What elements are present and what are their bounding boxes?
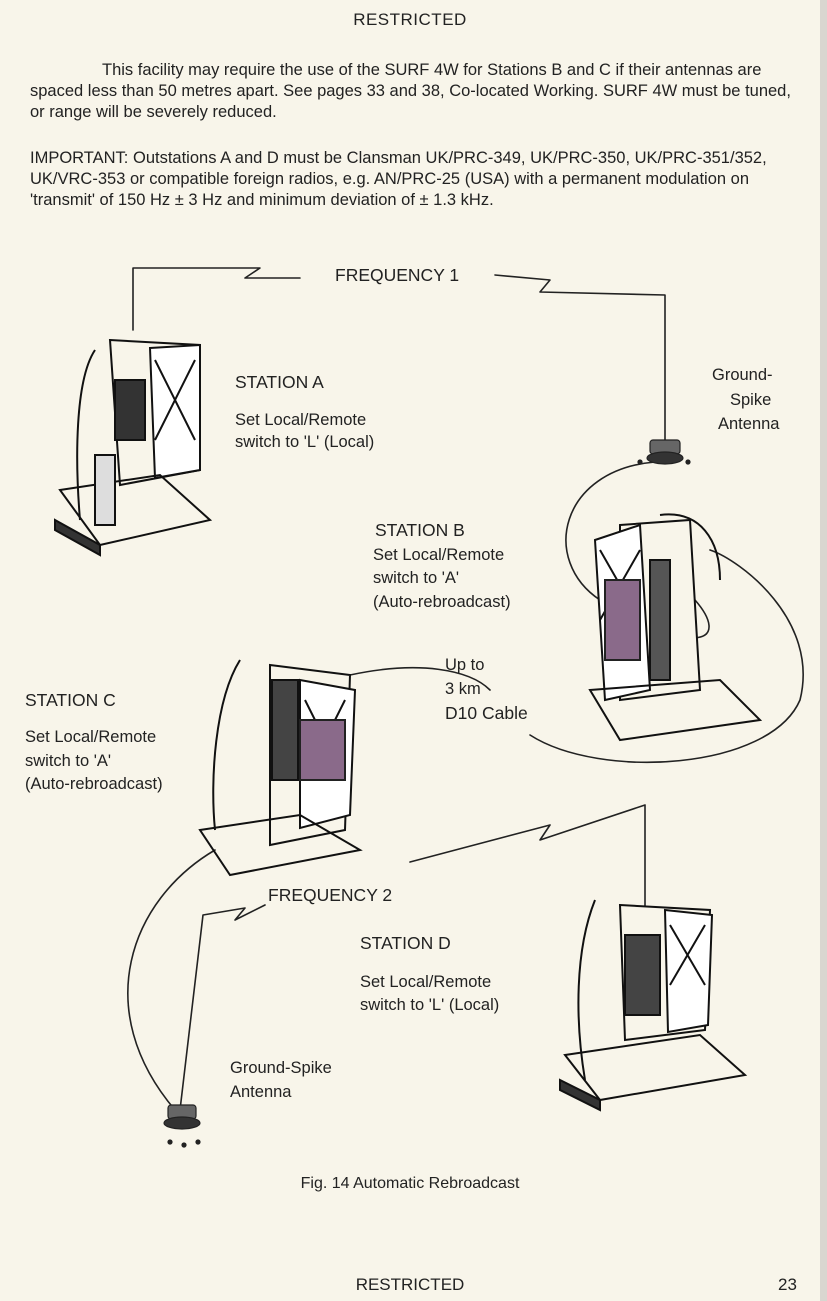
coax-cable-c [127,849,216,1111]
station-c-line1: Set Local/Remote [25,728,157,746]
d10-cable [349,549,804,764]
station-a-line1: Set Local/Remote [235,411,367,429]
station-a-title: STATION A [235,372,324,392]
paragraph-surf: This facility may require the use of the… [30,61,791,121]
figure-caption: Fig. 14 Automatic Rebroadcast [300,1175,520,1192]
antenna-left-line1: Ground-Spike [230,1059,332,1077]
cable-line2: 3 km [445,680,481,698]
station-b-line1: Set Local/Remote [373,546,505,564]
station-d-line1: Set Local/Remote [360,973,492,991]
frequency1-label: FREQUENCY 1 [335,265,460,285]
station-d-title: STATION D [360,933,451,953]
ground-spike-antenna-left [163,1104,201,1148]
frequency2-link-line-top [409,804,646,936]
station-a-line2: switch to 'L' (Local) [235,433,375,451]
cable-line1: Up to [445,656,485,674]
radio-station-a [54,338,213,557]
station-b-line2: switch to 'A' [373,569,460,587]
page-number: 23 [778,1275,797,1294]
ground-spike-antenna-right [637,439,691,465]
frequency1-link-line-right [494,274,666,441]
antenna-left-line2: Antenna [230,1083,292,1101]
station-b-line3: (Auto-rebroadcast) [373,593,511,611]
radio-station-b [588,513,763,742]
paragraph-important: IMPORTANT: Outstations A and D must be C… [30,149,767,209]
cable-line3: D10 Cable [445,703,528,723]
station-b-title: STATION B [375,520,465,540]
station-d-line2: switch to 'L' (Local) [360,996,500,1014]
page-edge [820,0,827,1301]
station-c-title: STATION C [25,690,116,710]
frequency2-link-line-left [179,904,266,1111]
station-c-line3: (Auto-rebroadcast) [25,775,163,793]
footer-classification: RESTRICTED [355,1275,465,1294]
antenna-right-line1: Ground- [712,366,773,384]
antenna-right-line3: Antenna [718,415,780,433]
frequency1-link-line [132,267,301,331]
radio-station-c [198,659,363,877]
station-c-line2: switch to 'A' [25,752,112,770]
frequency2-label: FREQUENCY 2 [268,885,393,905]
header-classification: RESTRICTED [353,10,467,29]
radio-station-d [559,899,748,1112]
antenna-right-line2: Spike [730,391,772,409]
